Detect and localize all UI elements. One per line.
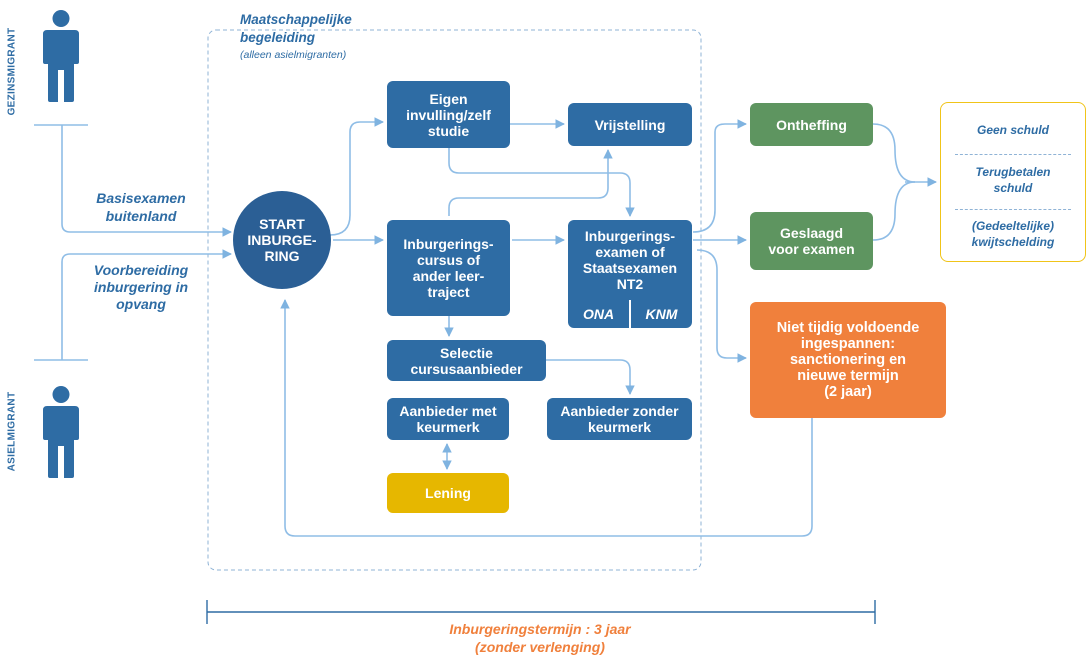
connector-selectie-zonder bbox=[546, 359, 635, 395]
outcome-divider bbox=[955, 154, 1071, 155]
exam-components: ONA KNM bbox=[568, 300, 692, 328]
node-lening: Lening bbox=[387, 473, 509, 513]
actor-label-bottom: ASIELMIGRANT bbox=[6, 391, 18, 472]
connector-geslaagd-outcome bbox=[872, 181, 916, 241]
outcome-kwijtschelding: (Gedeeltelijke)kwijtschelding bbox=[971, 219, 1055, 249]
connector-basisexamen bbox=[61, 125, 232, 237]
node-ona: ONA bbox=[568, 300, 631, 328]
outcome-geen-schuld: Geen schuld bbox=[976, 123, 1050, 137]
node-knm: KNM bbox=[631, 300, 692, 328]
connector-ontheffing-outcome bbox=[872, 123, 916, 183]
begeleiding-frame bbox=[207, 29, 702, 571]
label-begeleiding-note: (alleen asielmigranten) bbox=[240, 49, 347, 61]
connector-eigen-examen bbox=[448, 148, 635, 217]
node-ontheffing: Ontheffing bbox=[750, 103, 873, 146]
person-icon-gezinsmigrant bbox=[43, 10, 79, 102]
connector-examen-ontheffing bbox=[692, 119, 747, 233]
person-icon-asielmigrant bbox=[43, 386, 79, 478]
outcome-divider bbox=[955, 209, 1071, 210]
actor-label-top: GEZINSMIGRANT bbox=[6, 27, 18, 116]
connector-cursus-vrijstelling bbox=[448, 149, 613, 216]
connector-sanctie-start bbox=[280, 299, 813, 537]
connector-voorbereiding bbox=[61, 249, 232, 360]
timeline-label: Inburgeringstermijn : 3 jaar bbox=[449, 621, 631, 637]
connector-examen-sanctie bbox=[696, 249, 747, 363]
node-vrijstelling: Vrijstelling bbox=[568, 103, 692, 146]
connector-start-eigen bbox=[329, 117, 384, 236]
timeline-sublabel: (zonder verlenging) bbox=[475, 639, 605, 655]
